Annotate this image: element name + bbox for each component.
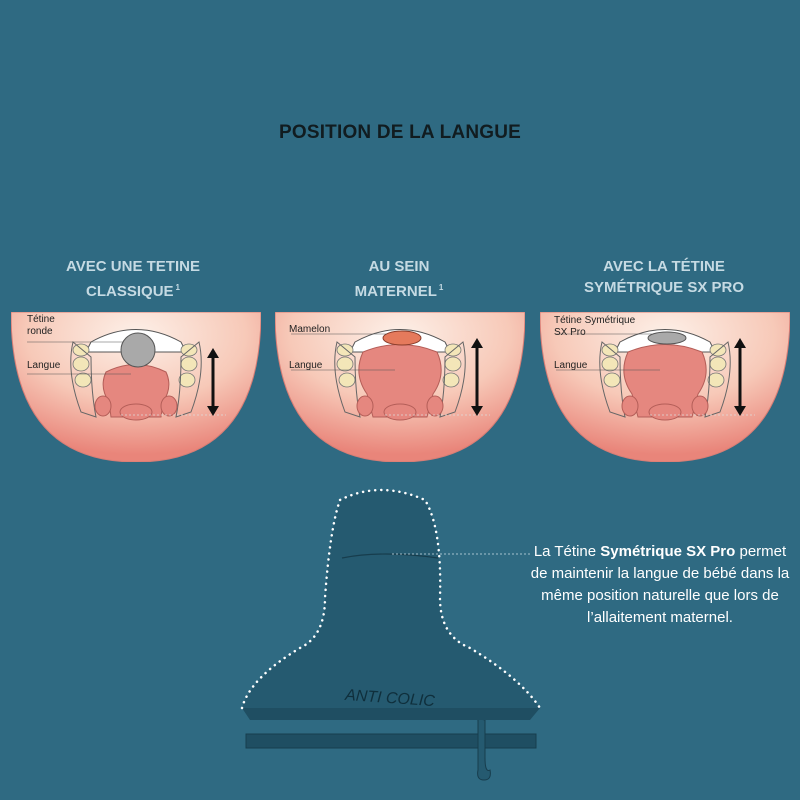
- mouth-diagram-classic: Tétine ronde Langue: [11, 312, 261, 462]
- tongue-label: Langue: [289, 360, 323, 371]
- nipple-label: Tétine Symétrique SX Pro: [554, 315, 636, 338]
- column-title-line1: AVEC LA TÉTINE: [603, 258, 725, 275]
- sxpro-teat-illustration: ANTI COLIC: [230, 488, 550, 788]
- nipple-label: Mamelon: [289, 324, 331, 335]
- mouth-diagram-sxpro: Tétine Symétrique SX Pro Langue: [540, 312, 790, 462]
- description-text: La Tétine Symétrique SX Pro permet de ma…: [525, 541, 795, 629]
- description-prefix: La Tétine: [533, 543, 601, 560]
- column-title-sxpro: AVEC LA TÉTINE SYMÉTRIQUE SX PRO: [554, 256, 774, 298]
- column-title-line1: AU SEIN: [368, 258, 430, 275]
- footnote-marker: 1: [175, 283, 180, 292]
- tongue-label: Langue: [554, 360, 588, 371]
- column-title-line2: CLASSIQUE: [86, 283, 174, 300]
- page-title: POSITION DE LA LANGUE: [278, 122, 522, 143]
- column-title-line1: AVEC UNE TETINE: [66, 258, 200, 275]
- mouth-diagram-breast: Mamelon Langue: [275, 312, 525, 462]
- description-body: permet de maintenir la langue de bébé da…: [530, 543, 790, 626]
- column-title-line2: SYMÉTRIQUE SX PRO: [583, 279, 745, 296]
- nipple-label: Tétine ronde: [27, 314, 55, 337]
- column-title-line2: MATERNEL: [354, 283, 437, 300]
- tongue-label: Langue: [27, 360, 61, 371]
- anti-colic-embossing: ANTI COLIC: [344, 687, 436, 710]
- description-product-name: Symétrique SX Pro: [600, 543, 736, 560]
- footnote-marker: 1: [438, 283, 444, 292]
